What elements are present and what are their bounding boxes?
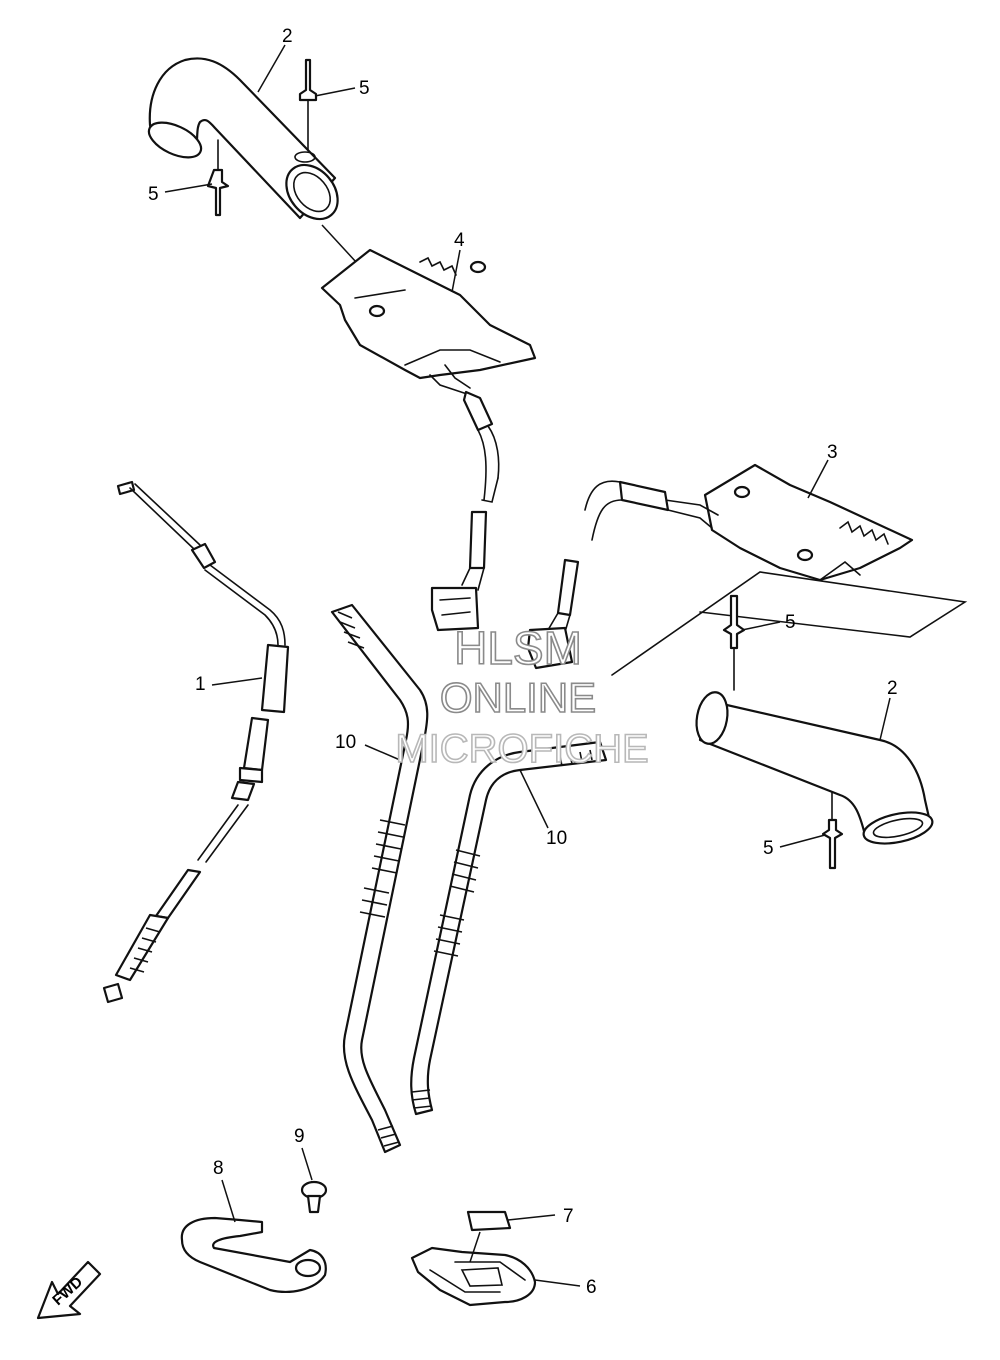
- callout-1: 1: [195, 674, 206, 695]
- callout-labels: 2 5 5 4 3 5 2 5 1 10 10 9 8 7 6: [148, 26, 898, 1298]
- callout-6: 6: [586, 1277, 597, 1298]
- callout-5-right-top: 5: [785, 612, 796, 633]
- callout-7: 7: [563, 1206, 574, 1227]
- connector-3: [526, 558, 580, 670]
- holder-part-6: [410, 1231, 581, 1307]
- rivet-right-top: [722, 594, 746, 691]
- fwd-arrow: FWD: [36, 1260, 102, 1320]
- rivet-right-bottom: [821, 789, 844, 870]
- callout-5-upper-left: 5: [148, 184, 159, 205]
- tube-right-part-10: [410, 740, 608, 1116]
- callout-8: 8: [213, 1158, 224, 1179]
- panel-part-3: [584, 463, 968, 676]
- rivet-upper-top: [298, 58, 318, 151]
- air-duct-lower: [695, 691, 934, 845]
- callout-2-upper: 2: [282, 26, 293, 47]
- leader-lines: [164, 44, 891, 848]
- callout-3: 3: [827, 442, 838, 463]
- callout-4: 4: [454, 230, 465, 251]
- watermark-line-1: HLSM: [454, 622, 582, 674]
- air-duct-upper: [147, 57, 369, 276]
- callout-9: 9: [294, 1126, 305, 1147]
- callout-2-lower: 2: [887, 678, 898, 699]
- cable-part-1: [102, 480, 290, 1004]
- callout-5-right-bottom: 5: [763, 838, 774, 859]
- bracket-part-8: [180, 1179, 327, 1293]
- watermark-line-3: MICROFICHE: [395, 727, 648, 771]
- watermark: HLSM ONLINE MICROFICHE: [395, 621, 650, 772]
- tube-left-part-10: [330, 603, 429, 1154]
- pad-part-7: [466, 1210, 556, 1232]
- callout-10-left: 10: [335, 732, 356, 753]
- connector-4: [430, 510, 488, 632]
- screw-part-9: [300, 1147, 328, 1214]
- rivet-upper-left: [206, 139, 230, 217]
- callout-5-upper-right: 5: [359, 78, 370, 99]
- callout-10-right: 10: [546, 828, 567, 849]
- watermark-line-2: ONLINE: [440, 674, 596, 721]
- panel-part-4: [320, 248, 537, 503]
